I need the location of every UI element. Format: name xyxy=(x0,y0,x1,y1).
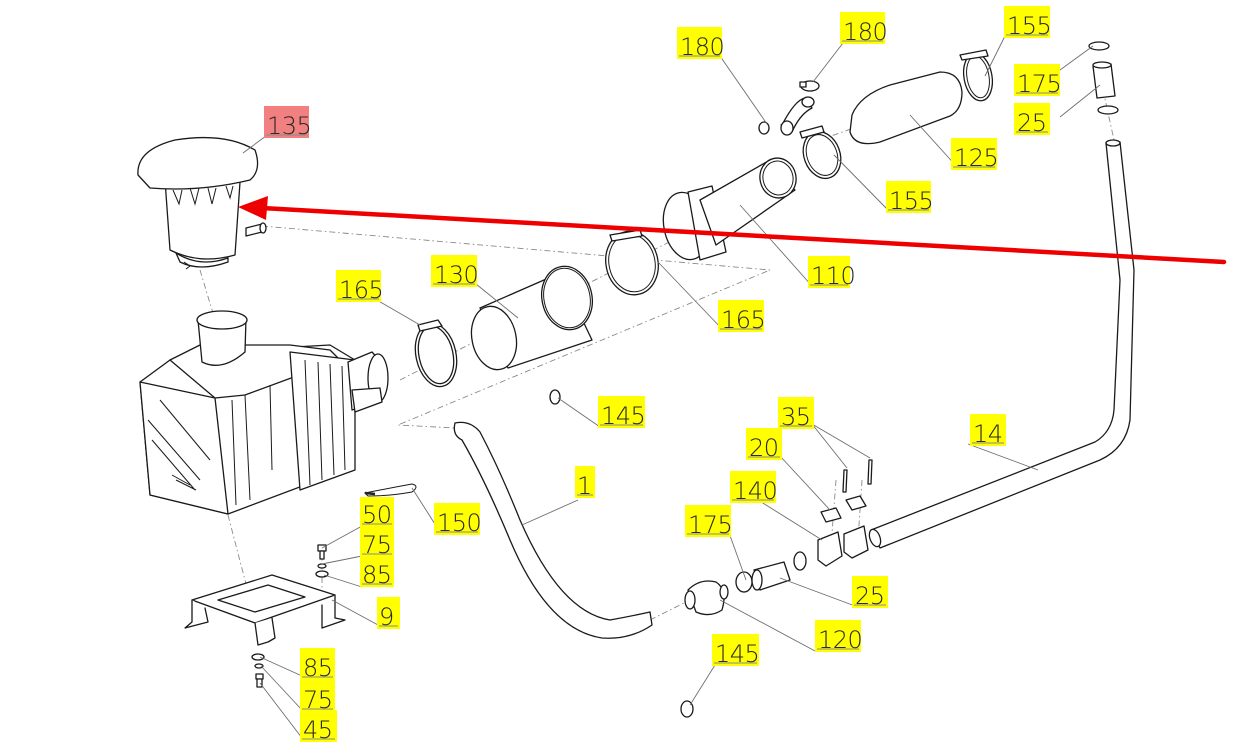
callout-9-text: 9 xyxy=(379,603,394,631)
callout-45[interactable]: 45 xyxy=(300,710,337,744)
part-mounting-bracket[interactable] xyxy=(184,574,346,646)
callout-175-low-text: 175 xyxy=(688,511,732,539)
part-bolts-35[interactable] xyxy=(842,459,873,493)
part-air-filter-housing[interactable] xyxy=(139,310,389,515)
part-breather-tube[interactable] xyxy=(867,139,1135,549)
part-clamp-180-b[interactable] xyxy=(799,80,820,92)
callout-165-left[interactable]: 165 xyxy=(336,270,384,304)
part-fasteners-lower[interactable] xyxy=(251,653,265,688)
callout-165-right-text: 165 xyxy=(721,306,765,334)
part-sleeve-25-top[interactable] xyxy=(1092,61,1116,99)
part-clamp-145-mid[interactable] xyxy=(549,389,561,405)
callout-25-top-text: 25 xyxy=(1017,109,1047,137)
callout-14[interactable]: 14 xyxy=(970,414,1006,448)
callout-175-low[interactable]: 175 xyxy=(685,505,733,539)
part-clamp-180-a[interactable] xyxy=(758,121,770,135)
callout-140-text: 140 xyxy=(733,477,777,505)
callout-120[interactable]: 120 xyxy=(815,620,863,654)
callout-20[interactable]: 20 xyxy=(746,428,782,462)
callout-85-upper-text: 85 xyxy=(362,561,392,589)
callout-130[interactable]: 130 xyxy=(431,255,479,289)
part-clamp-plates[interactable] xyxy=(820,495,867,523)
callout-155-top-text: 155 xyxy=(1007,12,1051,40)
callout-110[interactable]: 110 xyxy=(808,256,856,290)
part-clamp-155-upper[interactable] xyxy=(959,49,996,103)
callout-20-text: 20 xyxy=(749,434,779,462)
callout-50[interactable]: 50 xyxy=(360,497,394,529)
callout-85-lower[interactable]: 85 xyxy=(300,648,335,682)
callout-85-upper[interactable]: 85 xyxy=(360,557,394,589)
part-clamp-155-lower[interactable] xyxy=(797,125,847,184)
callout-85-lower-text: 85 xyxy=(303,654,333,682)
callout-150-text: 150 xyxy=(437,509,481,537)
callout-155-mid[interactable]: 155 xyxy=(886,181,934,215)
callout-145-mid[interactable]: 145 xyxy=(598,396,646,430)
callout-145-mid-text: 145 xyxy=(601,402,645,430)
part-clamp-low[interactable] xyxy=(793,551,807,571)
callout-155-mid-text: 155 xyxy=(889,187,933,215)
part-pre-cleaner[interactable] xyxy=(137,136,267,270)
callout-180-left-text: 180 xyxy=(680,33,724,61)
callout-25-low[interactable]: 25 xyxy=(852,576,888,610)
callout-175-top-text: 175 xyxy=(1017,70,1061,98)
callout-75-upper[interactable]: 75 xyxy=(360,527,394,559)
part-sleeve-25-low[interactable] xyxy=(751,561,791,591)
part-hose-1[interactable] xyxy=(453,421,653,639)
callout-75-lower[interactable]: 75 xyxy=(300,680,335,714)
part-reducer-tube[interactable] xyxy=(657,155,799,264)
part-cable-tie[interactable] xyxy=(363,483,417,497)
callout-130-text: 130 xyxy=(434,261,478,289)
part-hose-130[interactable] xyxy=(466,262,598,374)
callout-45-text: 45 xyxy=(303,716,333,744)
red-pointer-arrow xyxy=(238,196,1227,265)
callout-180-right-text: 180 xyxy=(843,18,887,46)
part-clamp-175-top[interactable] xyxy=(1088,41,1110,51)
callout-1[interactable]: 1 xyxy=(575,466,595,500)
callout-125[interactable]: 125 xyxy=(951,138,999,172)
callout-135[interactable]: 135 xyxy=(264,106,312,140)
callout-1-text: 1 xyxy=(577,472,592,500)
callout-25-low-text: 25 xyxy=(855,582,885,610)
callout-110-text: 110 xyxy=(811,262,855,290)
part-check-valve[interactable] xyxy=(684,580,729,616)
callout-155-top[interactable]: 155 xyxy=(1004,6,1052,40)
callout-120-text: 120 xyxy=(818,626,862,654)
part-tube-holders[interactable] xyxy=(817,525,869,567)
part-elbow-hose[interactable] xyxy=(780,96,815,136)
callout-175-top[interactable]: 175 xyxy=(1014,64,1062,98)
callout-9[interactable]: 9 xyxy=(377,597,400,631)
callout-125-text: 125 xyxy=(954,144,998,172)
callout-14-text: 14 xyxy=(973,420,1003,448)
callout-35[interactable]: 35 xyxy=(778,397,814,431)
callout-150[interactable]: 150 xyxy=(434,503,482,537)
part-hose-125[interactable] xyxy=(849,71,963,145)
callout-135-text: 135 xyxy=(267,112,311,140)
callout-145-low[interactable]: 145 xyxy=(712,634,760,668)
callout-75-lower-text: 75 xyxy=(303,686,333,714)
callout-75-upper-text: 75 xyxy=(362,531,392,559)
callout-145-low-text: 145 xyxy=(715,640,759,668)
part-clamp-165-right[interactable] xyxy=(600,226,664,299)
callout-165-right[interactable]: 165 xyxy=(718,300,766,334)
callout-35-text: 35 xyxy=(781,403,811,431)
callout-50-text: 50 xyxy=(362,501,392,529)
callout-180-right[interactable]: 180 xyxy=(840,12,888,46)
callout-25-top[interactable]: 25 xyxy=(1014,103,1050,137)
callout-140[interactable]: 140 xyxy=(730,471,778,505)
part-clamp-165-left[interactable] xyxy=(410,319,462,391)
part-fasteners-upper[interactable] xyxy=(315,544,329,578)
callout-180-left[interactable]: 180 xyxy=(677,27,725,61)
part-clamp-175-mid[interactable] xyxy=(1097,105,1119,115)
callout-165-left-text: 165 xyxy=(339,276,383,304)
